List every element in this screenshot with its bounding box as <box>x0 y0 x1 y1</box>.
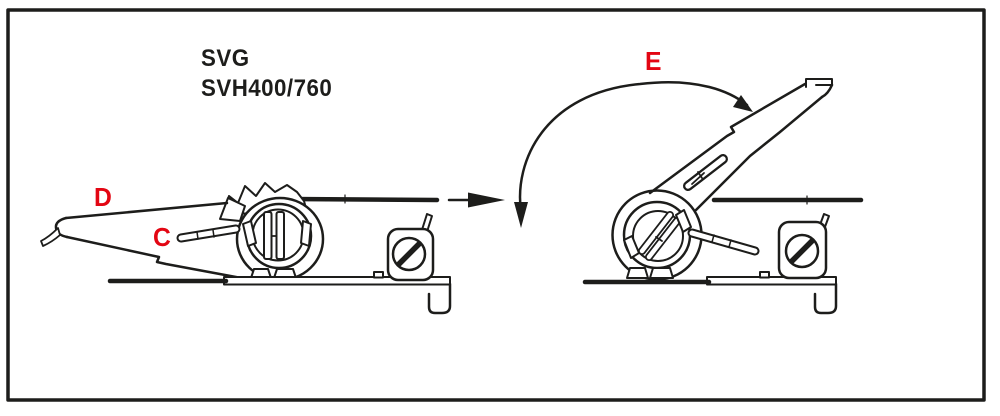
release-pin-core <box>178 226 239 241</box>
plate-stud <box>373 271 384 279</box>
pin-band <box>711 234 715 243</box>
drum-tab <box>242 220 257 247</box>
handle-tip-curl <box>820 83 834 99</box>
spindle-tick <box>655 236 663 242</box>
handle-upper-edge <box>648 82 807 195</box>
pin-band <box>728 239 732 248</box>
label-c: C <box>153 222 171 252</box>
spindle-slot-bar-core <box>639 212 673 254</box>
drum-foot <box>649 267 674 279</box>
arc-arrowhead-to-handle <box>733 95 753 112</box>
product-title-line2: SVH400/760 <box>201 75 333 102</box>
drum-tab <box>623 235 640 259</box>
pin-band <box>212 229 215 238</box>
webbing-strap-left <box>288 196 440 203</box>
ratchet-closed-view <box>40 182 452 315</box>
drum-tab <box>675 209 692 233</box>
drum-foot <box>626 267 649 279</box>
product-title: SVG SVH400/760 <box>201 44 332 104</box>
handle-top-edge <box>64 201 229 220</box>
spindle-slot-bar <box>263 211 273 260</box>
label-e: E <box>645 46 662 76</box>
handle-tip-clip <box>805 78 833 88</box>
spindle-slot-bar <box>275 211 285 260</box>
label-d: D <box>94 182 112 212</box>
transition-arrow-icon <box>447 192 505 208</box>
end-hook <box>813 282 838 315</box>
spindle-slot-bar-core <box>646 218 680 260</box>
arc-curve <box>518 80 749 213</box>
pin-band <box>196 231 199 240</box>
plate-stud <box>759 271 770 279</box>
product-title-line1: SVG <box>201 45 250 72</box>
screw-slot <box>396 241 422 267</box>
handle-tip-hook <box>40 227 61 247</box>
ratchet-open-view <box>582 78 864 315</box>
screw-slot <box>789 238 815 264</box>
handle-bottom-edge <box>65 235 254 282</box>
arc-arrowhead-down <box>514 202 528 228</box>
border-frame <box>6 8 986 402</box>
arrow-head <box>468 192 505 208</box>
slot-rod <box>691 172 705 185</box>
end-hook <box>427 282 452 315</box>
slot-rod-tick <box>697 171 703 179</box>
release-pin-core <box>689 230 758 254</box>
handle-tip <box>54 216 69 239</box>
drum-tab <box>300 220 312 247</box>
rotation-arc-icon <box>514 80 753 228</box>
handle-lower-edge <box>694 95 824 212</box>
